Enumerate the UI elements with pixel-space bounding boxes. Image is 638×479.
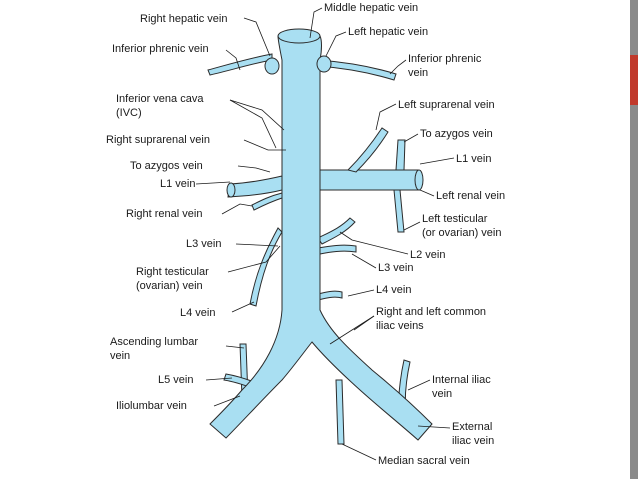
right-renal-vein-end [226, 182, 236, 198]
label-right-testicular-line1: Right testicular [136, 266, 209, 278]
label-right-testicular-line2: (ovarian) vein [136, 280, 203, 292]
labels: Middle hepatic vein Right hepatic vein L… [106, 2, 505, 467]
right-testicular-vein [249, 227, 283, 307]
label-ascending-lumbar-line1: Ascending lumbar [110, 336, 198, 348]
label-right-renal-vein: Right renal vein [126, 208, 202, 220]
l1-vein-right-branch [251, 192, 283, 211]
label-ivc-line2: (IVC) [116, 107, 142, 119]
slide-side-band [630, 0, 638, 479]
label-right-suprarenal-vein: Right suprarenal vein [106, 134, 210, 146]
label-internal-iliac-line1: Internal iliac [432, 374, 491, 386]
left-suprarenal-vein [347, 127, 389, 173]
l3-vein-left-branch [317, 244, 357, 255]
label-left-testicular-line2: (or ovarian) vein [422, 227, 501, 239]
label-ascending-lumbar-line2: vein [110, 350, 130, 362]
label-common-iliac-line1: Right and left common [376, 306, 486, 318]
label-median-sacral-vein: Median sacral vein [378, 455, 470, 467]
label-external-iliac-line2: iliac vein [452, 435, 494, 447]
label-iliolumbar-vein: Iliolumbar vein [116, 400, 187, 412]
right-renal-vein [227, 175, 283, 198]
inferior-phrenic-vein-right [207, 53, 273, 76]
slide-side-accent [630, 55, 638, 105]
label-left-renal-vein: Left renal vein [436, 190, 505, 202]
label-left-testicular-line1: Left testicular [422, 213, 488, 225]
left-hepatic-vein-stump [316, 55, 332, 73]
label-inferior-phrenic-vein-right: Inferior phrenic vein [112, 43, 209, 55]
l4-vein-left-branch [317, 290, 343, 301]
label-ivc-line1: Inferior vena cava [116, 93, 204, 105]
label-l1-vein-left-side: L1 vein [160, 178, 195, 190]
inferior-phrenic-vein-left [317, 59, 397, 81]
label-l2-vein: L2 vein [410, 249, 445, 261]
label-inferior-phrenic-vein-left-line2: vein [408, 67, 428, 79]
label-l3-vein-left-side: L3 vein [186, 238, 221, 250]
left-renal-vein [319, 169, 421, 191]
label-middle-hepatic-vein: Middle hepatic vein [324, 2, 418, 14]
vein-illustration [207, 28, 433, 445]
l2-vein-branch [317, 217, 356, 245]
label-right-hepatic-vein: Right hepatic vein [140, 13, 227, 25]
left-testicular-vein [393, 189, 405, 233]
label-external-iliac-line1: External [452, 421, 492, 433]
label-to-azygos-vein-left: To azygos vein [130, 160, 203, 172]
leader-lines [195, 7, 455, 461]
label-l3-vein-right-side: L3 vein [378, 262, 413, 274]
label-to-azygos-vein-right: To azygos vein [420, 128, 493, 140]
label-internal-iliac-line2: vein [432, 388, 452, 400]
label-inferior-phrenic-vein-left-line1: Inferior phrenic [408, 53, 482, 65]
label-l4-vein-left-side: L4 vein [180, 307, 215, 319]
label-l5-vein: L5 vein [158, 374, 193, 386]
right-hepatic-vein-stump [264, 57, 280, 75]
inferior-vena-cava [209, 35, 433, 441]
label-left-hepatic-vein: Left hepatic vein [348, 26, 428, 38]
to-azygos-vein-left [395, 139, 406, 171]
median-sacral-vein [335, 379, 345, 445]
ivc-top-opening [277, 28, 321, 44]
label-left-suprarenal-vein: Left suprarenal vein [398, 99, 495, 111]
label-l1-vein-right-side: L1 vein [456, 153, 491, 165]
label-common-iliac-line2: iliac veins [376, 320, 424, 332]
label-l4-vein-right-side: L4 vein [376, 284, 411, 296]
left-renal-vein-end [414, 169, 424, 191]
